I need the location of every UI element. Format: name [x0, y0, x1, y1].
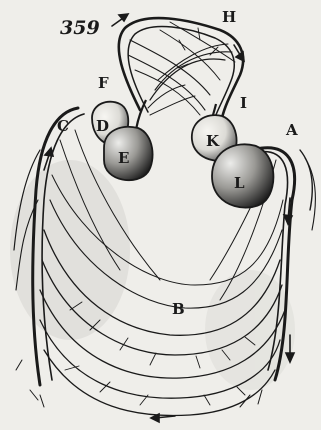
label-D: D: [96, 117, 109, 135]
label-I: I: [240, 94, 247, 112]
label-B: B: [172, 300, 185, 318]
label-F: F: [98, 74, 109, 92]
arrow-top-left: [112, 14, 128, 26]
label-A: A: [285, 121, 298, 139]
label-K: K: [206, 132, 220, 150]
label-C: C: [57, 117, 69, 135]
figure-number: 359: [60, 17, 100, 39]
pulmonary-vessels: [119, 18, 243, 120]
left-heart: [192, 115, 274, 207]
label-L: L: [234, 174, 245, 192]
right-heart: [92, 102, 153, 180]
label-E: E: [118, 149, 129, 167]
label-H: H: [222, 8, 236, 26]
